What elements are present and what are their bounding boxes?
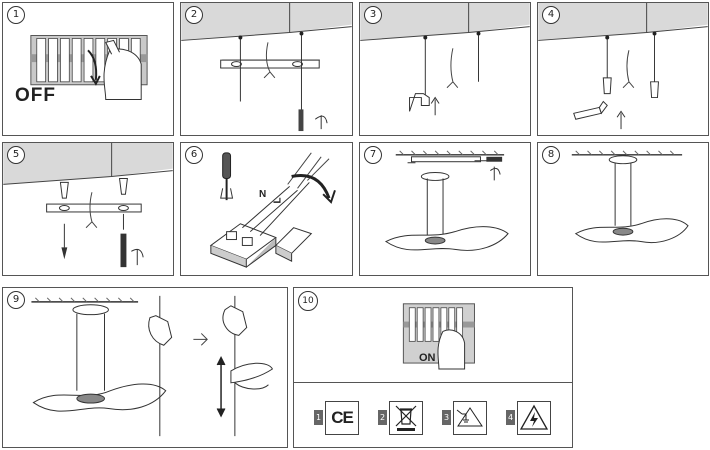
breaker-off-illustration — [30, 35, 148, 101]
attach-canopy-illustration — [384, 150, 509, 251]
step-number-6: 6 — [185, 146, 203, 164]
panel-step-8: 8 — [537, 142, 709, 276]
symbol-voltage: 4 — [506, 401, 551, 435]
bracket-mounting-illustration — [181, 3, 352, 132]
symbol-number-1: 1 — [314, 410, 323, 425]
step-number-2: 2 — [185, 6, 203, 24]
symbol-ground: 3 — [442, 401, 487, 435]
off-label: OFF — [15, 85, 56, 106]
panel-step-4: 4 — [537, 2, 709, 136]
step-number-10: 10 — [298, 291, 318, 311]
wire-label-l: L — [272, 197, 284, 204]
breaker-on-illustration — [402, 303, 475, 370]
symbol-number-2: 2 — [378, 410, 387, 425]
symbol-weee: 2 — [378, 401, 423, 435]
symbol-ce: 1 CE — [314, 401, 359, 435]
high-voltage-icon — [517, 401, 551, 435]
ground-symbol-icon — [453, 401, 487, 435]
panel-step-2: 2 — [180, 2, 353, 136]
step-number-3: 3 — [364, 6, 382, 24]
panel-step-9: 9 — [2, 287, 288, 448]
on-label: ON — [419, 352, 436, 364]
panel-step-7: 7 — [359, 142, 531, 276]
step-number-7: 7 — [364, 146, 382, 164]
wall-plugs-illustration — [538, 3, 708, 130]
drill-holes-illustration — [360, 3, 530, 116]
panel-step-10: 10 ON 1 CE 2 3 — [293, 287, 573, 448]
step-number-9: 9 — [7, 291, 25, 309]
step-number-4: 4 — [542, 6, 560, 24]
ce-mark-text: CE — [331, 408, 354, 427]
mounted-pendant-illustration — [571, 150, 689, 243]
terminal-wiring-illustration — [209, 152, 336, 268]
fix-bracket-illustration — [3, 143, 173, 268]
height-adjust-illustration — [31, 295, 274, 437]
step-number-1: 1 — [7, 6, 25, 24]
step-number-5: 5 — [7, 146, 25, 164]
symbol-number-3: 3 — [442, 410, 451, 425]
wire-label-n: N — [259, 189, 267, 200]
crossed-bin-icon — [389, 401, 423, 435]
step-number-8: 8 — [542, 146, 560, 164]
panel-step-3: 3 — [359, 2, 531, 136]
symbols-divider — [294, 382, 572, 383]
panel-step-6: 6 N L — [180, 142, 353, 276]
panel-step-5: 5 — [2, 142, 174, 276]
ce-mark-icon: CE — [325, 401, 359, 435]
panel-step-1: 1 OFF — [2, 2, 174, 136]
symbol-number-4: 4 — [506, 410, 515, 425]
